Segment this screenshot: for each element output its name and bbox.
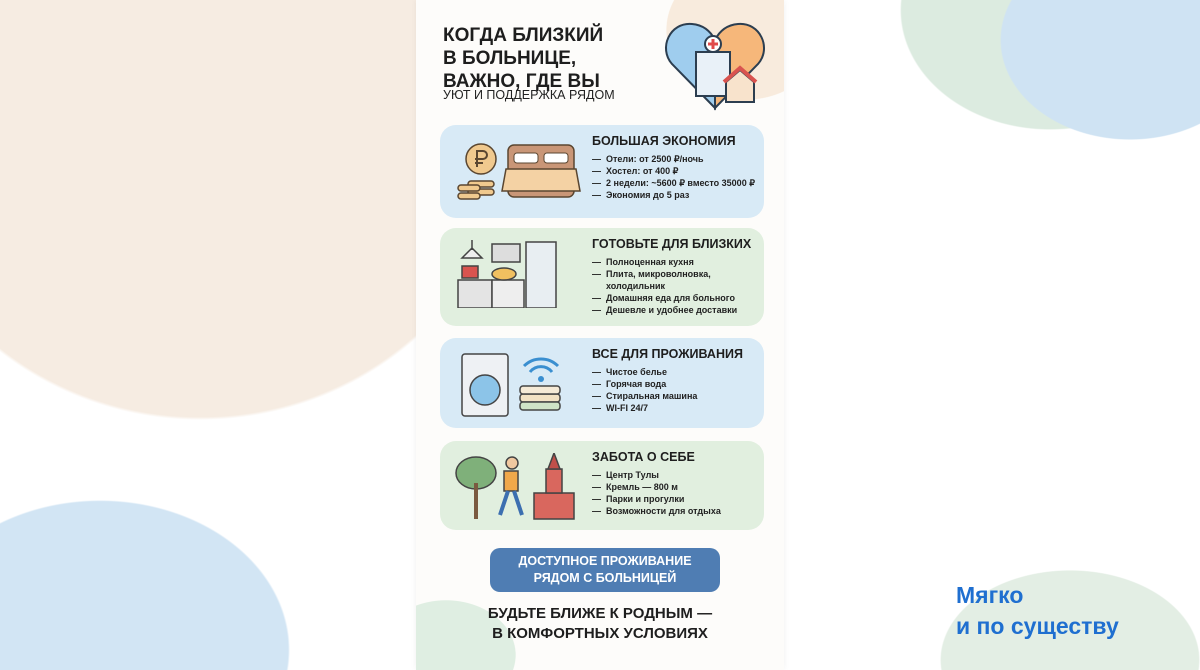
card-item: Кремль — 800 м [592, 481, 758, 493]
kitchen-icon [457, 240, 557, 308]
heart-hospital-icon [665, 22, 765, 111]
card-item: Плита, микроволновка, холодильник [592, 268, 758, 292]
cta-button[interactable]: ДОСТУПНОЕ ПРОЖИВАНИЕ РЯДОМ С БОЛЬНИЦЕЙ [490, 548, 720, 592]
slogan-line: и по существу [956, 613, 1119, 639]
card-item: Хостел: от 400 ₽ [592, 165, 758, 177]
poster-footer: БУДЬТЕ БЛИЖЕ К РОДНЫМ — В КОМФОРТНЫХ УСЛ… [416, 604, 784, 644]
card-item: Чистое белье [592, 366, 758, 378]
poster: КОГДА БЛИЗКИЙ В БОЛЬНИЦЕ, ВАЖНО, ГДЕ ВЫ … [416, 0, 784, 670]
coins-bed-icon [457, 143, 581, 200]
title-line: В БОЛЬНИЦЕ, [443, 48, 577, 69]
card-title: БОЛЬШАЯ ЭКОНОМИЯ [592, 134, 736, 148]
slogan-line: Мягко [956, 582, 1024, 608]
card-item: Дешевле и удобнее доставки [592, 304, 758, 316]
card-amenities: ВСЕ ДЛЯ ПРОЖИВАНИЯ Чистое бельеГорячая в… [440, 338, 764, 428]
park-kremlin-icon [455, 453, 575, 520]
card-item: Парки и прогулки [592, 493, 758, 505]
title-line: КОГДА БЛИЗКИЙ [443, 25, 604, 46]
card-title: ЗАБОТА О СЕБЕ [592, 450, 695, 464]
card-item: Горячая вода [592, 378, 758, 390]
cta-line: ДОСТУПНОЕ ПРОЖИВАНИЕ [518, 554, 692, 568]
card-item: Полноценная кухня [592, 256, 758, 268]
card-item: Стиральная машина [592, 390, 758, 402]
card-item: Центр Тулы [592, 469, 758, 481]
footer-line: БУДЬТЕ БЛИЖЕ К РОДНЫМ — [487, 605, 713, 622]
card-kitchen: ГОТОВЬТЕ ДЛЯ БЛИЗКИХ Полноценная кухняПл… [440, 228, 764, 326]
card-item: Домашняя еда для больного [592, 292, 758, 304]
card-title: ГОТОВЬТЕ ДЛЯ БЛИЗКИХ [592, 237, 752, 251]
footer-line: В КОМФОРТНЫХ УСЛОВИЯХ [492, 625, 708, 642]
poster-subtitle: УЮТ И ПОДДЕРЖКА РЯДОМ [443, 88, 615, 102]
card-item: Возможности для отдыха [592, 505, 758, 517]
card-item: Отели: от 2500 ₽/ночь [592, 153, 758, 165]
card-item: 2 недели: ~5600 ₽ вместо 35000 ₽ [592, 177, 758, 189]
card-selfcare: ЗАБОТА О СЕБЕ Центр ТулыКремль — 800 мПа… [440, 441, 764, 530]
washer-wifi-icon [461, 353, 561, 417]
card-item: WI-FI 24/7 [592, 402, 758, 414]
card-savings: БОЛЬШАЯ ЭКОНОМИЯ Отели: от 2500 ₽/ночьХо… [440, 125, 764, 218]
title-line: ВАЖНО, ГДЕ ВЫ [443, 71, 600, 92]
card-item: Экономия до 5 раз [592, 189, 758, 201]
poster-title: КОГДА БЛИЗКИЙ В БОЛЬНИЦЕ, ВАЖНО, ГДЕ ВЫ [443, 24, 603, 93]
cta-line: РЯДОМ С БОЛЬНИЦЕЙ [533, 571, 677, 585]
slogan: Мягко и по существу [956, 580, 1119, 642]
card-title: ВСЕ ДЛЯ ПРОЖИВАНИЯ [592, 347, 743, 361]
